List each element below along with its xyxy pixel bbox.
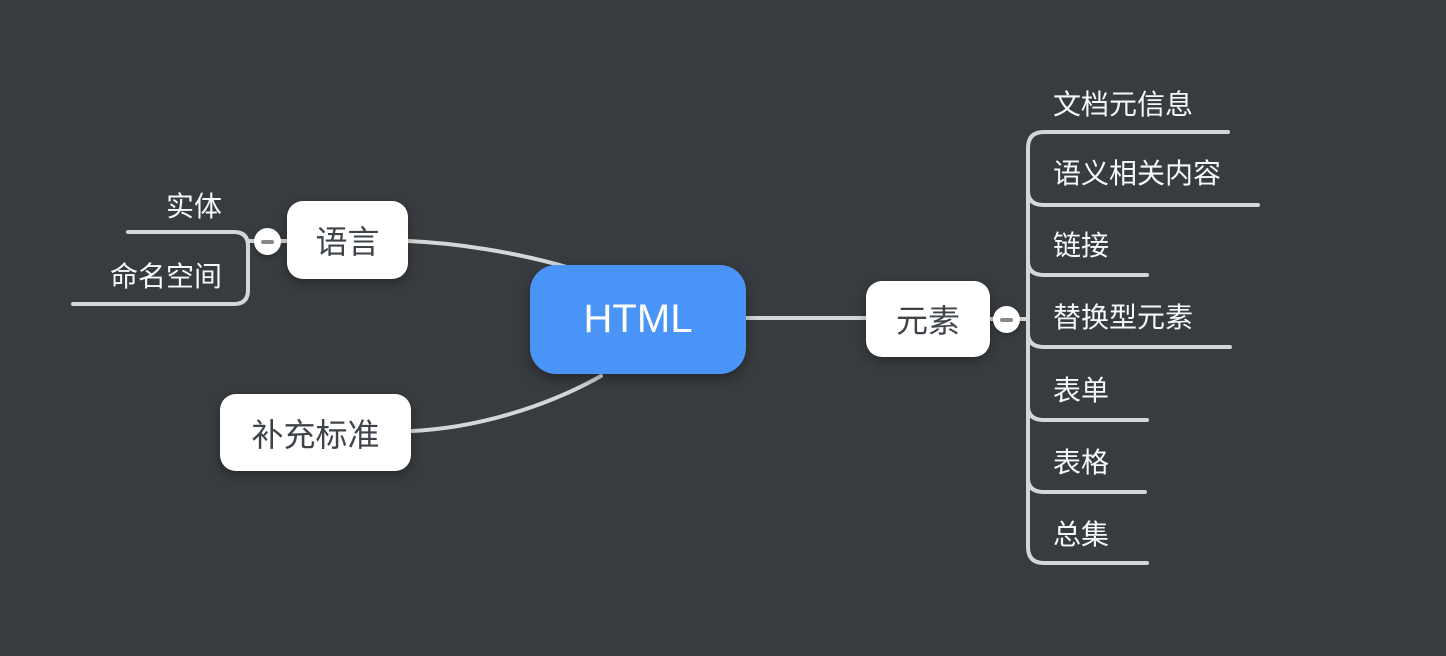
leaf-semantic-content[interactable]: 语义相关内容 <box>1053 158 1222 189</box>
leaf-links[interactable]: 链接 <box>1053 230 1110 261</box>
leaf-document-metadata[interactable]: 文档元信息 <box>1053 89 1194 120</box>
leaf-entity[interactable]: 实体 <box>166 191 223 222</box>
link-child-link <box>1026 259 1149 277</box>
leaf-tables[interactable]: 表格 <box>1053 447 1110 478</box>
link-root-supplement <box>409 374 603 433</box>
topic-supplement-standard-label: 补充标准 <box>251 416 380 453</box>
root-topic-html[interactable]: HTML <box>530 265 746 374</box>
topic-language[interactable]: 语言 <box>287 201 408 279</box>
leaf-namespace[interactable]: 命名空间 <box>110 261 223 292</box>
topic-supplement-standard[interactable]: 补充标准 <box>220 394 411 471</box>
link-element-trunk <box>1026 130 1230 565</box>
root-topic-label: HTML <box>583 297 693 341</box>
topic-language-label: 语言 <box>315 224 380 260</box>
link-child-form <box>1026 404 1149 422</box>
collapse-button-language[interactable] <box>254 228 281 255</box>
collapse-button-element[interactable] <box>993 306 1020 333</box>
topic-element[interactable]: 元素 <box>866 281 990 357</box>
link-child-semantic <box>1026 189 1260 207</box>
topic-element-label: 元素 <box>895 303 960 339</box>
leaf-forms[interactable]: 表单 <box>1053 375 1110 406</box>
link-child-replaced <box>1026 331 1232 349</box>
link-child-table <box>1026 476 1147 494</box>
minus-icon <box>261 239 274 244</box>
leaf-collection[interactable]: 总集 <box>1053 519 1110 550</box>
link-root-language <box>406 239 572 270</box>
minus-icon <box>1000 317 1013 322</box>
leaf-replaced-elements[interactable]: 替换型元素 <box>1053 302 1194 333</box>
